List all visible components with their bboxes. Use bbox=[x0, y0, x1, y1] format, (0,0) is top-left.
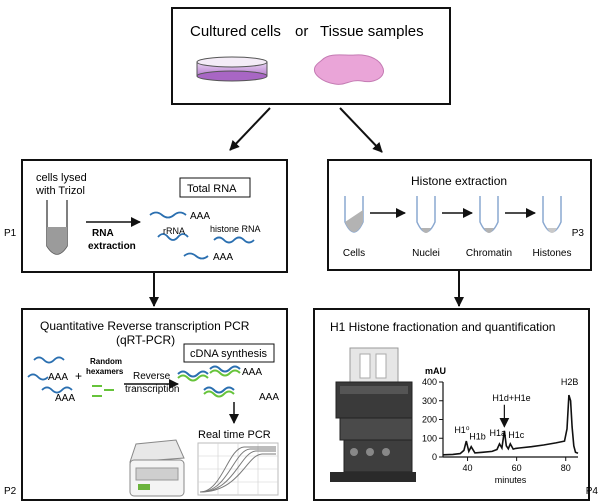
source-title-or: or bbox=[295, 23, 308, 40]
x-tick-label: 40 bbox=[463, 463, 473, 473]
step-tube-chromatin bbox=[479, 196, 499, 233]
peak-label-h1d-h1e: H1d+H1e bbox=[492, 393, 530, 403]
real-time-pcr-label: Real time PCR bbox=[198, 429, 271, 441]
p2-title-line1: Quantitative Reverse transcription PCR bbox=[40, 319, 250, 333]
y-axis-label: mAU bbox=[425, 366, 446, 376]
step-tube-histones bbox=[542, 196, 562, 233]
peak-label-h1c: H1c bbox=[508, 430, 525, 440]
source-box bbox=[171, 7, 451, 105]
step-label-nuclei: Nuclei bbox=[412, 248, 440, 259]
p3-title: Histone extraction bbox=[411, 174, 507, 188]
rna-aaa-2: AAA bbox=[213, 252, 233, 263]
p1-label: P1 bbox=[4, 228, 17, 239]
chromatogram-trace bbox=[442, 394, 579, 456]
reverse-transcription-line1: Reverse bbox=[133, 371, 171, 382]
pcr-amplification-plot bbox=[197, 442, 279, 496]
x-axis-label: minutes bbox=[495, 475, 527, 485]
step-label-cells: Cells bbox=[343, 248, 365, 259]
reverse-transcription-line2: transcription bbox=[125, 384, 179, 395]
histone-rna-label: histone RNA bbox=[210, 224, 261, 234]
total-rna-box bbox=[179, 177, 251, 198]
cdna-strands bbox=[177, 365, 241, 398]
mrna-strands bbox=[27, 356, 73, 394]
p1-lysed-line1: cells lysed bbox=[36, 172, 87, 184]
step-tube-nuclei bbox=[416, 196, 436, 233]
source-title-b: Tissue samples bbox=[320, 23, 424, 40]
p3-label: P3 bbox=[572, 228, 585, 239]
cdna-aaa-1: AAA bbox=[242, 367, 262, 378]
rna-extraction-line2: extraction bbox=[88, 241, 136, 252]
fplc-instrument-icon bbox=[330, 347, 416, 482]
tissue-sample-icon bbox=[313, 54, 384, 85]
step-label-histones: Histones bbox=[533, 248, 572, 259]
rna-extraction-line1: RNA bbox=[92, 228, 114, 239]
histone-rna-strand bbox=[213, 236, 255, 244]
p1-lysed-line2: with Trizol bbox=[35, 185, 85, 197]
peak-label-h1b: H1b bbox=[469, 432, 486, 442]
rna-strand-1 bbox=[149, 211, 187, 219]
total-rna-label: Total RNA bbox=[187, 183, 237, 195]
random-hexamers-line2: hexamers bbox=[86, 367, 124, 376]
p2-title-line2: (qRT-PCR) bbox=[116, 333, 175, 347]
peak-label-h1a: H1a bbox=[489, 428, 506, 438]
peak-label-h2b: H2B bbox=[561, 377, 579, 387]
x-tick-label: 60 bbox=[512, 463, 522, 473]
y-tick-label: 100 bbox=[422, 433, 437, 443]
source-title-a: Cultured cells bbox=[190, 23, 281, 40]
pcr-machine-icon bbox=[129, 439, 185, 497]
arrow-top-to-p3 bbox=[339, 107, 383, 153]
rna-aaa-1: AAA bbox=[190, 211, 210, 222]
p2-label: P2 bbox=[4, 486, 17, 497]
p2-plus: + bbox=[75, 369, 82, 383]
rrna-label: rRNA bbox=[163, 226, 185, 236]
y-tick-label: 300 bbox=[422, 396, 437, 406]
hexamer-icons bbox=[92, 385, 114, 397]
cdna-aaa-2: AAA bbox=[259, 392, 279, 403]
peak-label-h1-0: H1⁰ bbox=[454, 425, 470, 435]
random-hexamers-line1: Random bbox=[90, 357, 122, 366]
y-tick-label: 0 bbox=[432, 452, 437, 462]
p2-aaa-2: AAA bbox=[55, 393, 75, 404]
y-tick-label: 200 bbox=[422, 415, 437, 425]
x-tick-label: 80 bbox=[561, 463, 571, 473]
arrow-top-to-p1 bbox=[229, 107, 271, 151]
p4-label: P4 bbox=[586, 486, 599, 497]
step-tube-cells bbox=[344, 196, 364, 233]
step-label-chromatin: Chromatin bbox=[466, 248, 512, 259]
p2-aaa-1: AAA bbox=[48, 372, 68, 383]
cdna-synthesis-label: cDNA synthesis bbox=[190, 348, 268, 360]
trizol-tube-icon bbox=[46, 200, 68, 255]
p4-title: H1 Histone fractionation and quantificat… bbox=[330, 320, 555, 334]
rna-strand-2 bbox=[183, 252, 209, 260]
rrna-strand bbox=[157, 233, 189, 241]
culture-dish-icon bbox=[196, 56, 268, 82]
y-tick-label: 400 bbox=[422, 377, 437, 387]
cdna-synthesis-box bbox=[183, 343, 275, 363]
